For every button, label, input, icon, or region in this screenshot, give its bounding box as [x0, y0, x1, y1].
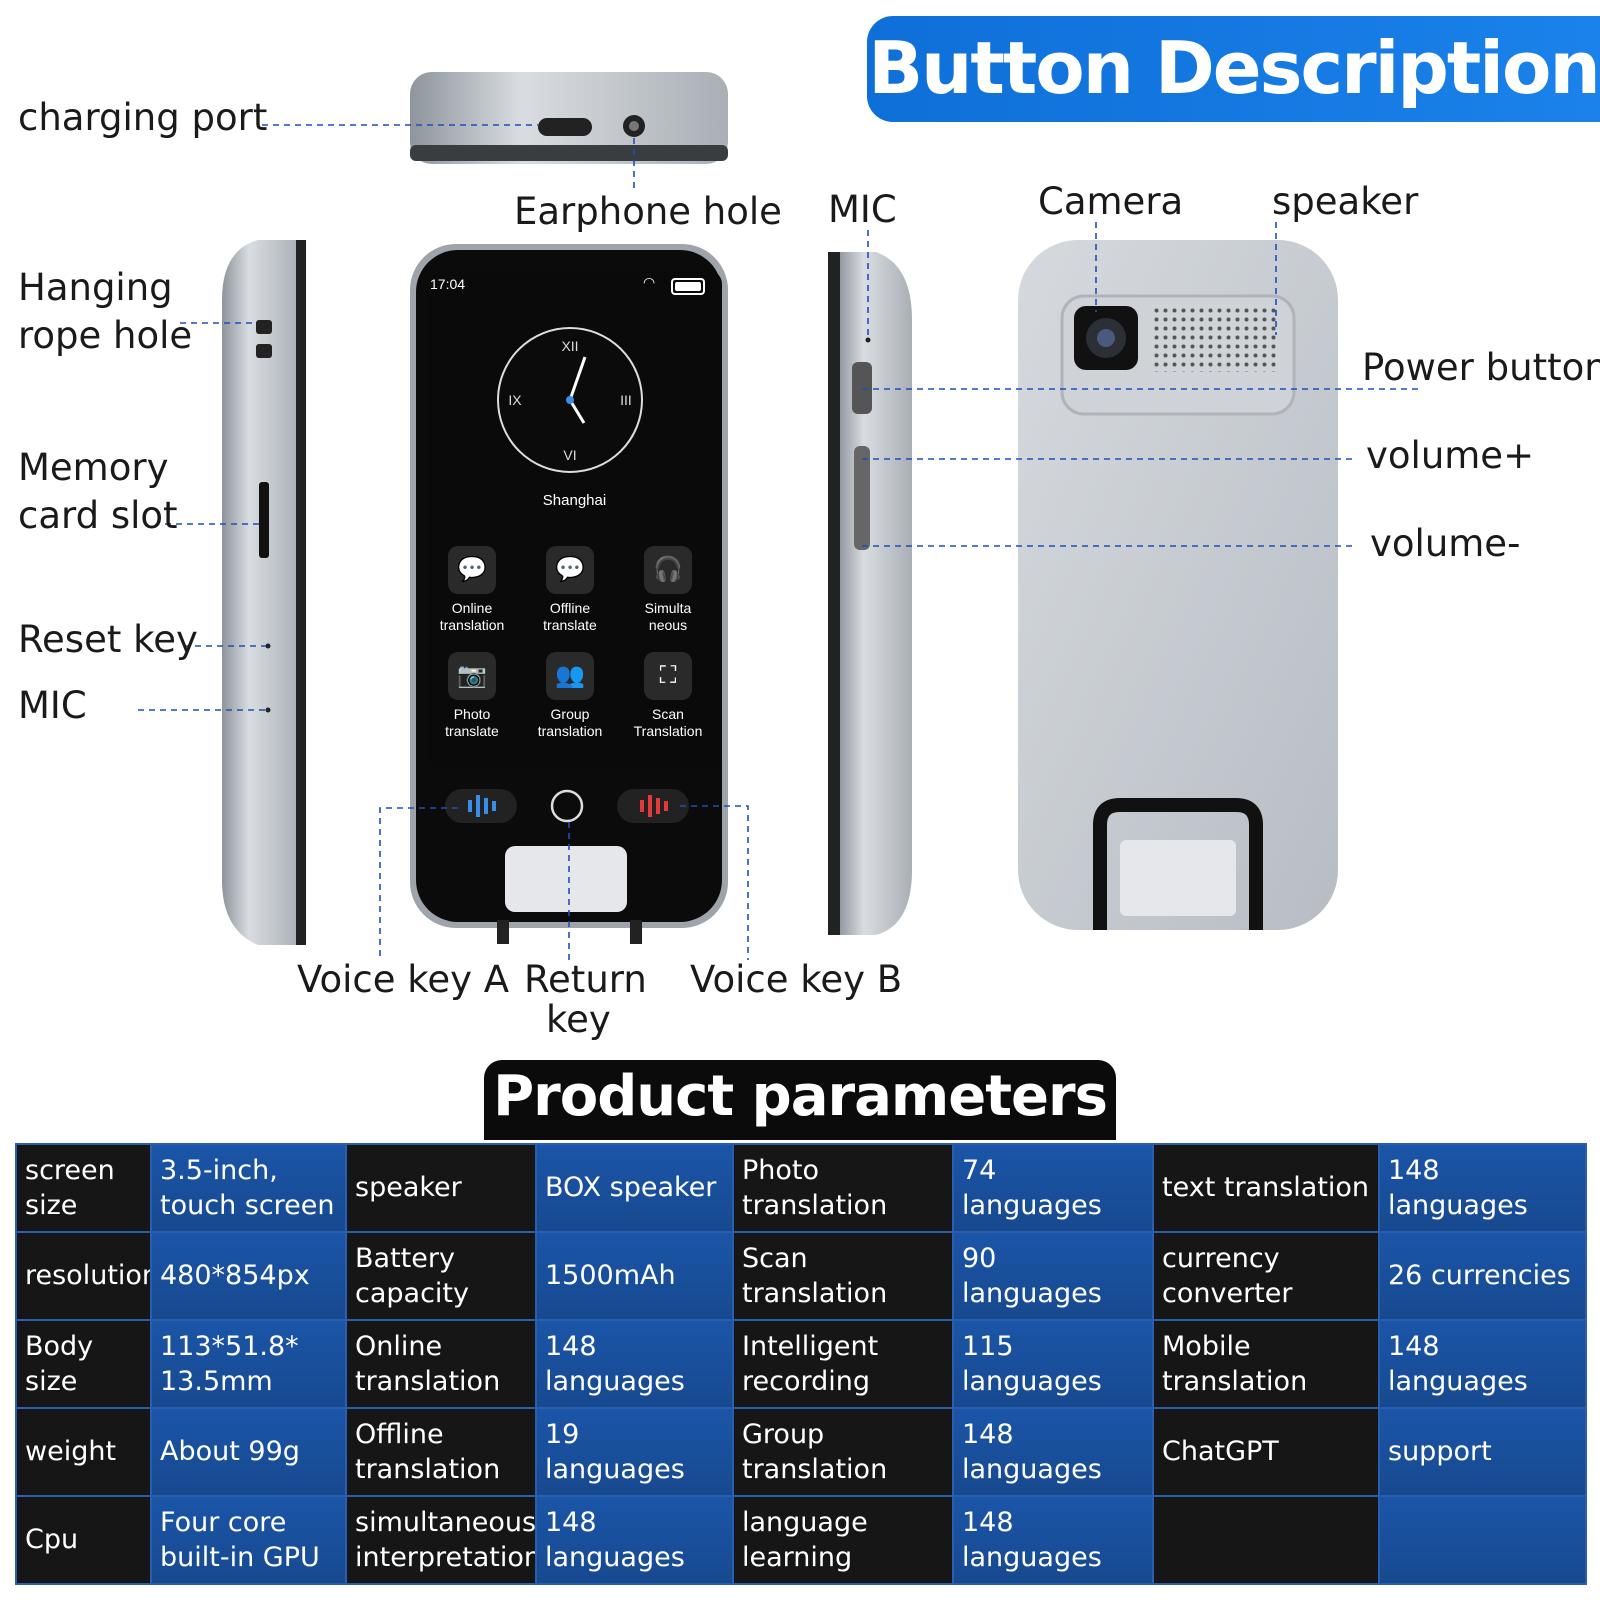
param-value-cell: 148 languages [952, 1407, 1154, 1497]
label-speaker: speaker [1272, 180, 1419, 223]
param-value-cell: 148 languages [1378, 1319, 1587, 1409]
param-value-cell: 148 languages [535, 1319, 734, 1409]
param-name-cell: Body size [15, 1319, 152, 1409]
label-mic-top: MIC [828, 188, 897, 231]
label-memory-1: Memory [18, 446, 169, 489]
params-title: Product parameters [493, 1064, 1108, 1129]
param-name-cell: language learning [732, 1495, 954, 1585]
label-return-key-1: Return [524, 958, 647, 1001]
label-hanging-rope-1: Hanging [18, 266, 173, 309]
param-value-cell [1378, 1495, 1587, 1585]
param-value-cell: BOX speaker [535, 1143, 734, 1233]
param-name-cell: Scan translation [732, 1231, 954, 1321]
clock-numeral: XII [561, 338, 578, 354]
param-name-cell: Mobile translation [1152, 1319, 1380, 1409]
title-banner: Button Description [867, 16, 1600, 122]
param-value-cell: support [1378, 1407, 1587, 1497]
battery-icon [671, 278, 705, 295]
param-value-cell: 19 languages [535, 1407, 734, 1497]
label-charging-port: charging port [18, 96, 268, 139]
label-mic-side: MIC [18, 684, 87, 727]
page-title: Button Description [868, 26, 1600, 110]
param-name-cell: weight [15, 1407, 152, 1497]
param-value-cell: 26 currencies [1378, 1231, 1587, 1321]
clock-city: Shanghai [542, 492, 607, 509]
device-back [1018, 240, 1338, 930]
label-voice-key-a: Voice key A [297, 958, 510, 1001]
param-name-cell: Online translation [345, 1319, 537, 1409]
param-value-cell: 90 languages [952, 1231, 1154, 1321]
param-value-cell: 148 languages [952, 1495, 1154, 1585]
param-name-cell: currency converter [1152, 1231, 1380, 1321]
param-value-cell: 74 languages [952, 1143, 1154, 1233]
param-value-cell: 480*854px [150, 1231, 347, 1321]
wifi-icon: ◠ [643, 274, 656, 290]
param-name-cell: text translation [1152, 1143, 1380, 1233]
param-name-cell: Cpu [15, 1495, 152, 1585]
label-voice-key-b: Voice key B [690, 958, 903, 1001]
param-name-cell: Group translation [732, 1407, 954, 1497]
clock-widget: XII III VI IX [497, 327, 643, 473]
param-value-cell: Four core built-in GPU [150, 1495, 347, 1585]
param-name-cell [1152, 1495, 1380, 1585]
param-name-cell: simultaneous interpretation [345, 1495, 537, 1585]
clock-numeral: III [620, 392, 632, 408]
speech-bubble-icon: 💬 [546, 546, 594, 594]
param-value-cell: 3.5-inch, touch screen [150, 1143, 347, 1233]
param-name-cell: Intelligent recording [732, 1319, 954, 1409]
device-top-view [410, 72, 728, 164]
device-right-side [828, 252, 912, 935]
camera-icon: 📷 [448, 652, 496, 700]
param-value-cell: About 99g [150, 1407, 347, 1497]
param-name-cell: ChatGPT [1152, 1407, 1380, 1497]
params-title-bar: Product parameters [484, 1060, 1116, 1140]
label-camera: Camera [1038, 180, 1184, 223]
param-name-cell: resolution [15, 1231, 152, 1321]
param-value-cell: 1500mAh [535, 1231, 734, 1321]
label-power-button: Power button [1362, 346, 1600, 389]
label-volume-up: volume+ [1366, 434, 1535, 477]
param-value-cell: 148 languages [535, 1495, 734, 1585]
label-earphone-hole: Earphone hole [514, 190, 782, 233]
param-name-cell: speaker [345, 1143, 537, 1233]
param-name-cell: Offline translation [345, 1407, 537, 1497]
group-icon: 👥 [546, 652, 594, 700]
label-memory-2: card slot [18, 494, 178, 537]
label-volume-down: volume- [1370, 522, 1521, 565]
label-hanging-rope-2: rope hole [18, 314, 193, 357]
scan-icon: ⛶ [644, 652, 692, 700]
clock-numeral: VI [563, 447, 576, 463]
param-name-cell: screen size [15, 1143, 152, 1233]
param-value-cell: 113*51.8* 13.5mm [150, 1319, 347, 1409]
label-reset-key: Reset key [18, 618, 198, 661]
label-return-key-2: key [546, 998, 611, 1041]
headphones-icon: 🎧 [644, 546, 692, 594]
clock-numeral: IX [508, 392, 522, 408]
status-time: 17:04 [430, 276, 466, 292]
param-value-cell: 148 languages [1378, 1143, 1587, 1233]
speech-bubble-icon: 💬 [448, 546, 496, 594]
param-name-cell: Battery capacity [345, 1231, 537, 1321]
leader-lines [138, 124, 1420, 960]
device-left-side [222, 240, 306, 945]
device-illustration [138, 72, 1420, 960]
param-name-cell: Photo translation [732, 1143, 954, 1233]
param-value-cell: 115 languages [952, 1319, 1154, 1409]
